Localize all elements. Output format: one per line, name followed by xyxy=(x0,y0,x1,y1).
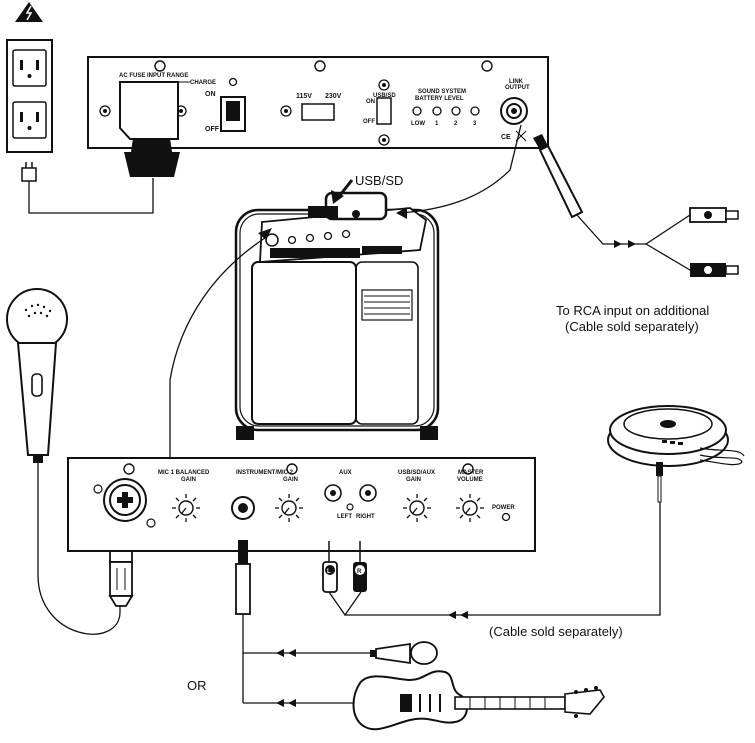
usbaux-label-2: GAIN xyxy=(406,477,421,483)
mic1-label-2: GAIN xyxy=(181,477,196,483)
aux-right-label: RIGHT xyxy=(356,514,375,520)
wall-outlet xyxy=(6,2,53,153)
cable-note: (Cable sold separately) xyxy=(489,624,623,639)
power-led xyxy=(501,512,511,522)
battery-title-2: BATTERY LEVEL xyxy=(415,96,464,102)
battery-level-1: 1 xyxy=(435,121,439,127)
power-on-label: ON xyxy=(205,91,216,98)
or-label: OR xyxy=(187,678,207,693)
master-label-1: MASTER xyxy=(458,470,484,476)
link-output-label-1: LINK xyxy=(509,79,524,85)
aux-label: AUX xyxy=(339,470,352,476)
voltage-230-label: 230V xyxy=(325,93,342,100)
quarter-inch-plug xyxy=(235,540,376,707)
small-microphone-icon xyxy=(370,641,438,665)
power-off-label: OFF xyxy=(205,126,220,133)
inst-label-2: GAIN xyxy=(283,477,298,483)
link-output-cable xyxy=(533,134,739,277)
cd-player-icon xyxy=(607,405,745,503)
voltage-selector xyxy=(301,103,335,121)
screw-icon xyxy=(93,484,103,494)
rca-note-line-2: (Cable sold separately) xyxy=(565,319,699,334)
mic-cable xyxy=(37,463,121,635)
battery-level-3: 3 xyxy=(473,121,477,127)
battery-level-2: 2 xyxy=(454,121,458,127)
master-label-2: VOLUME xyxy=(457,477,483,483)
ce-mark: CE xyxy=(501,134,511,141)
mic1-label-1: MIC 1 BALANCED xyxy=(158,470,210,476)
rear-top-panel: AC FUSE INPUT RANGE CHARGE ON OFF 115V 2… xyxy=(87,56,549,149)
usbsd-on-label: ON xyxy=(366,99,375,105)
screw-icon xyxy=(146,518,156,528)
usbsd-off-label: OFF xyxy=(363,119,375,125)
usbsd-switch xyxy=(376,97,392,125)
ac-power-cord-plug xyxy=(124,138,180,177)
link-cable-to-speaker xyxy=(399,124,522,214)
handheld-microphone xyxy=(6,288,68,463)
aux-left-label: LEFT xyxy=(337,514,352,520)
ac-fuse-label: AC FUSE INPUT RANGE xyxy=(119,73,188,79)
link-output-label-2: OUTPUT xyxy=(505,85,530,91)
aux-rca-plugs xyxy=(322,500,661,619)
link-arrow-icon xyxy=(396,207,407,219)
aux-plug-r: R xyxy=(357,569,362,575)
rca-note-line-1: To RCA input on additional xyxy=(556,303,709,318)
front-control-panel: MIC 1 BALANCED GAIN INSTRUMENT/MIC 2 GAI… xyxy=(67,457,536,552)
usb-sd-callout: USB/SD xyxy=(355,173,403,188)
power-plug-icon xyxy=(21,162,37,182)
usbsd-switch-label: USB/SD xyxy=(373,93,396,99)
voltage-115-label: 115V xyxy=(296,93,312,100)
aux-plug-l: L xyxy=(327,569,331,575)
charge-label: CHARGE xyxy=(190,80,216,86)
speaker-unit xyxy=(234,191,440,440)
usb-sd-arrow-icon xyxy=(331,179,354,204)
power-label: POWER xyxy=(492,505,515,511)
xlr-plug xyxy=(108,547,134,607)
charge-led xyxy=(228,77,238,87)
power-cable xyxy=(28,178,154,214)
electric-guitar-icon xyxy=(352,670,605,731)
panel-callout-arrow-icon xyxy=(169,228,272,460)
inst-label-1: INSTRUMENT/MIC 2 xyxy=(236,470,294,476)
usbaux-label-1: USB/SD/AUX xyxy=(398,470,435,476)
battery-level-low: LOW xyxy=(411,121,425,127)
battery-title-1: SOUND SYSTEM xyxy=(418,89,466,95)
